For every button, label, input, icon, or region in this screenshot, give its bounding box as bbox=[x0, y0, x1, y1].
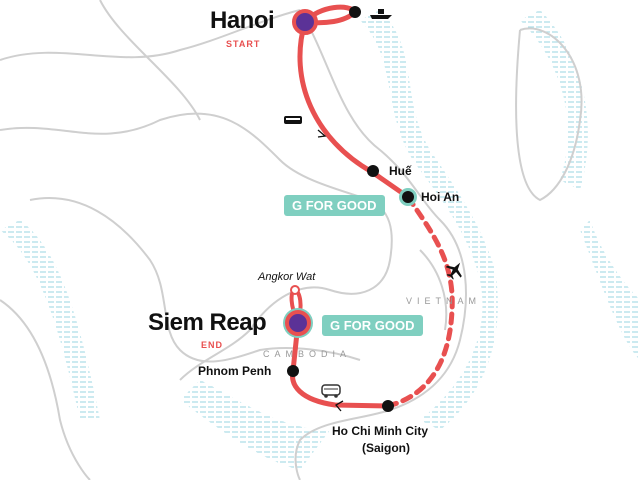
hue-label: Huế bbox=[389, 164, 412, 178]
country-vietnam: VIETNAM bbox=[406, 296, 482, 306]
phnompenh-label: Phnom Penh bbox=[198, 364, 272, 378]
direction-arrow-icon bbox=[335, 400, 344, 412]
start-tag: START bbox=[226, 39, 261, 49]
end-tag: END bbox=[201, 340, 224, 350]
hcmc-marker[interactable] bbox=[382, 400, 394, 412]
phnompenh-marker[interactable] bbox=[287, 365, 299, 377]
g-for-good-badge[interactable]: G FOR GOOD bbox=[322, 315, 423, 336]
plane-icon bbox=[445, 262, 462, 280]
hanoi-marker[interactable] bbox=[292, 9, 318, 35]
hanoi-label: Hanoi bbox=[210, 7, 275, 34]
country-cambodia: CAMBODIA bbox=[263, 349, 352, 359]
angkor-label: Angkor Wat bbox=[258, 271, 316, 283]
hcmc-label: Ho Chi Minh City bbox=[332, 424, 428, 438]
siemreap-marker[interactable] bbox=[285, 310, 311, 336]
hoian-label: Hoi An bbox=[421, 190, 460, 204]
boat-icon bbox=[370, 9, 392, 19]
bus-icon bbox=[321, 384, 341, 398]
g-for-good-badge[interactable]: G FOR GOOD bbox=[284, 195, 385, 216]
sea-hatching bbox=[0, 10, 640, 470]
angkor-marker[interactable] bbox=[290, 285, 300, 295]
hcmc-sub-label: (Saigon) bbox=[362, 441, 410, 455]
hoian-marker[interactable] bbox=[402, 191, 414, 203]
siemreap-label: Siem Reap bbox=[148, 309, 267, 336]
direction-arrow-icon bbox=[317, 129, 327, 138]
halong-marker[interactable] bbox=[349, 6, 361, 18]
train-icon bbox=[284, 116, 302, 124]
hue-marker[interactable] bbox=[367, 165, 379, 177]
